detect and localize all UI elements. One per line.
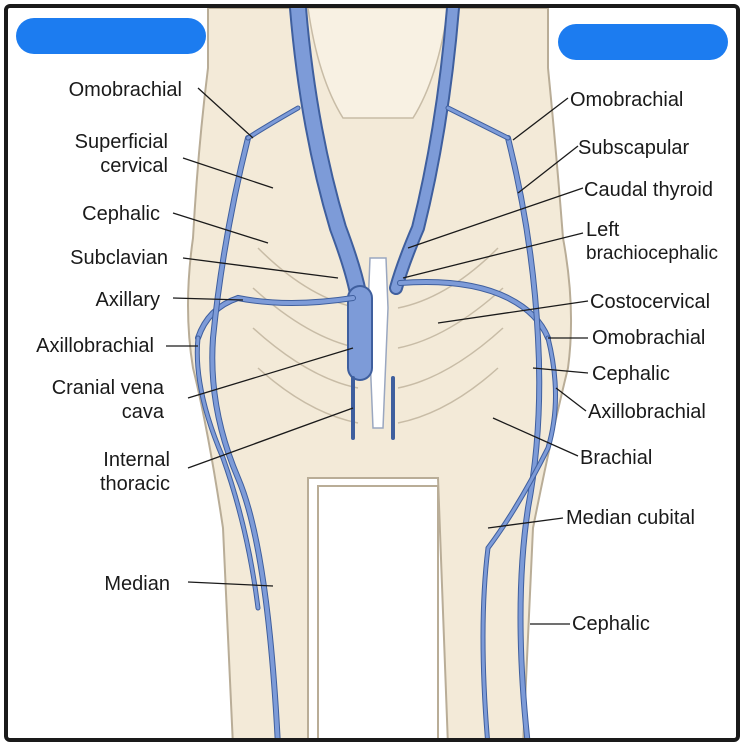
label-axillobrachial-right: Axillobrachial <box>588 401 706 423</box>
label-cranial-vena-cava: Cranial vena cava <box>52 376 164 424</box>
label-cephalic-right-1: Cephalic <box>592 363 670 385</box>
veins <box>194 8 558 738</box>
vein-illustration <box>187 8 573 738</box>
label-cephalic-right-2: Cephalic <box>572 613 650 635</box>
neck <box>307 8 449 119</box>
label-omobrachial-left: Omobrachial <box>68 79 182 101</box>
label-cephalic-left: Cephalic <box>82 203 160 225</box>
label-brachial: Brachial <box>580 447 653 469</box>
label-costocervical: Costocervical <box>590 291 711 313</box>
label-line: thoracic <box>99 473 170 495</box>
lower-gap <box>317 485 439 738</box>
redaction-left <box>16 18 206 54</box>
label-line: Left <box>586 219 620 241</box>
label-line: Cranial vena <box>51 377 164 399</box>
label-line: cervical <box>100 155 168 177</box>
label-line: Superficial <box>74 131 168 153</box>
label-caudal-thyroid: Caudal thyroid <box>584 179 713 201</box>
label-median-cubital: Median cubital <box>566 507 695 529</box>
label-subclavian: Subclavian <box>70 247 168 269</box>
label-line: cava <box>121 401 164 423</box>
label-omobrachial-right-2: Omobrachial <box>592 327 706 349</box>
label-internal-thoracic: Internal thoracic <box>100 448 170 496</box>
label-line: brachiocephalic <box>586 243 719 264</box>
label-axillary: Axillary <box>95 289 160 311</box>
label-subscapular: Subscapular <box>578 137 690 159</box>
label-line: Internal <box>103 449 170 471</box>
label-superficial-cervical: Superficial cervical <box>75 130 168 178</box>
label-left-brachiocephalic: Left brachiocephalic <box>586 218 718 266</box>
redaction-right <box>558 24 728 60</box>
label-median: Median <box>104 573 170 595</box>
label-omobrachial-right-1: Omobrachial <box>570 89 684 111</box>
diagram-frame: Omobrachial Superficial cervical Cephali… <box>4 4 740 742</box>
label-axillobrachial-left: Axillobrachial <box>36 335 154 357</box>
leader-lines <box>166 87 589 625</box>
